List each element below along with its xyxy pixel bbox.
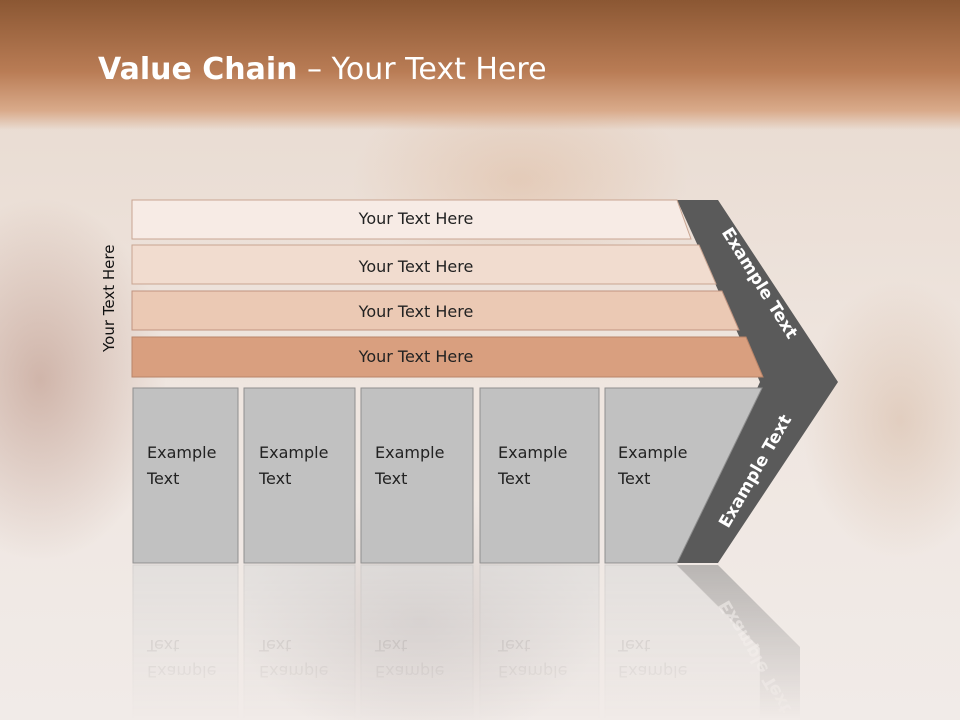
box-text-line1: Example — [498, 443, 567, 462]
reflection-box — [479, 564, 600, 720]
row-bar — [131, 336, 764, 378]
reflection-text: Example — [618, 662, 687, 681]
box-text-line1: Example — [259, 443, 328, 462]
activity-box — [604, 387, 763, 564]
title-banner — [0, 0, 960, 130]
reflection-text: Text — [258, 636, 291, 655]
box-text-line2: Text — [374, 469, 407, 488]
activity-box — [479, 387, 600, 564]
activity-box — [243, 387, 356, 564]
reflection-text: Example — [375, 662, 444, 681]
reflection-text: Example — [498, 662, 567, 681]
row-bar — [131, 199, 692, 240]
reflection-box — [132, 564, 239, 720]
row-label: Your Text Here — [358, 302, 474, 321]
reflection-text: Example — [259, 662, 328, 681]
row-label: Your Text Here — [358, 347, 474, 366]
box-text-line2: Text — [617, 469, 650, 488]
box-text-line1: Example — [147, 443, 216, 462]
chevron-shape — [677, 200, 838, 563]
reflection-text: Text — [374, 636, 407, 655]
reflection-text: Example — [147, 662, 216, 681]
reflection-group: Example Text Example Text Example Text E… — [132, 564, 800, 720]
reflection-text: Text — [617, 636, 650, 655]
reflection-box — [360, 564, 474, 720]
title-rest: – Your Text Here — [297, 52, 547, 87]
reflection-text: Text — [146, 636, 179, 655]
box-text-line2: Text — [146, 469, 179, 488]
row-label: Your Text Here — [358, 209, 474, 228]
reflection-chevron — [677, 565, 800, 720]
box-text-line2: Text — [258, 469, 291, 488]
row-bar — [131, 244, 717, 285]
activity-box — [132, 387, 239, 564]
box-text-line1: Example — [375, 443, 444, 462]
row-label: Your Text Here — [358, 257, 474, 276]
reflection-box — [243, 564, 356, 720]
reflection-text: Text — [497, 636, 530, 655]
box-text-line1: Example — [618, 443, 687, 462]
title-bold: Value Chain — [98, 52, 298, 87]
box-text-line2: Text — [497, 469, 530, 488]
page-title: Value Chain – Your Text Here — [98, 52, 547, 87]
row-bar — [131, 290, 740, 331]
activity-box — [360, 387, 474, 564]
